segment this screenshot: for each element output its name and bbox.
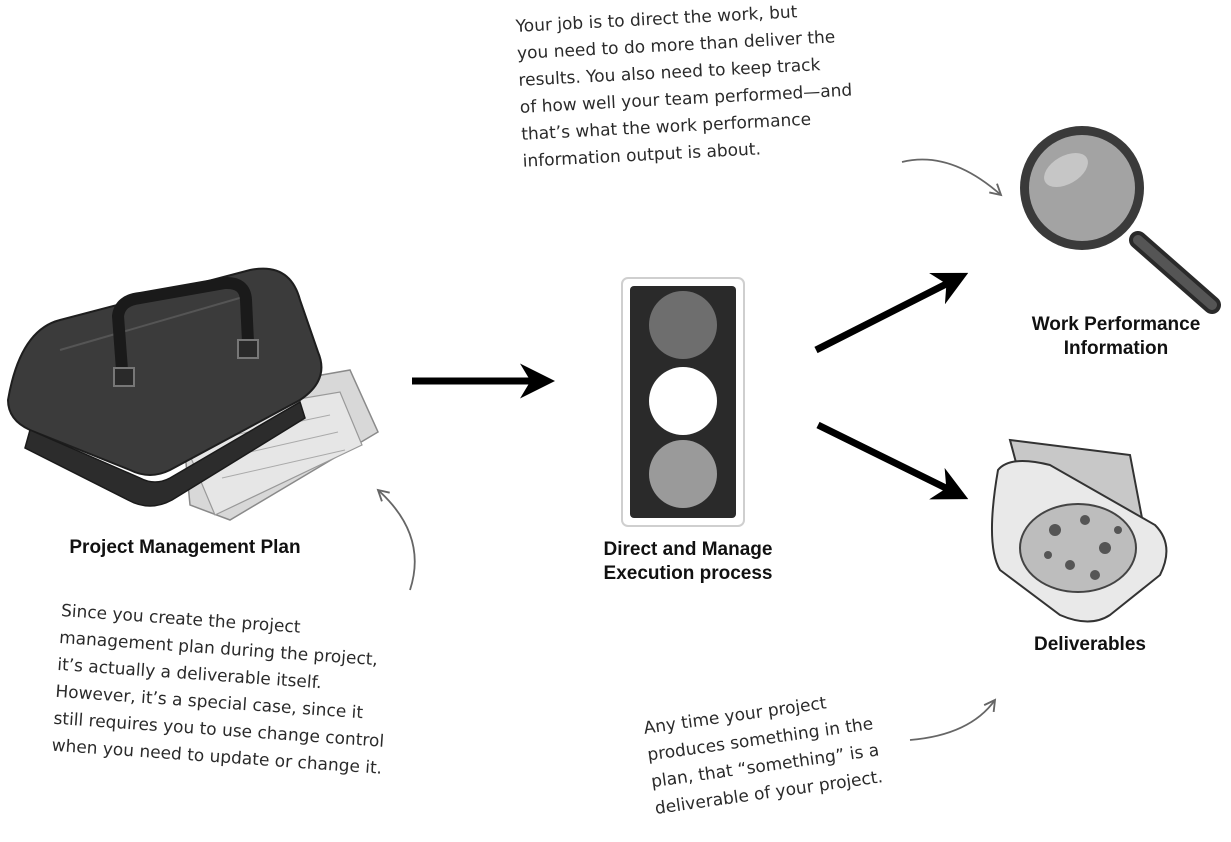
arrow-process-to-info: [814, 272, 969, 354]
briefcase-icon: [6, 267, 379, 521]
process-label: Direct and Manage Execution process: [568, 538, 808, 586]
note-left-pointer: [376, 488, 416, 591]
pizza-box-icon: [990, 438, 1168, 623]
light-yellow: [649, 367, 717, 435]
note-bottom-pointer: [909, 698, 997, 741]
work-performance-label-line1: Work Performance: [1031, 314, 1201, 335]
traffic-light-icon: [621, 277, 745, 527]
input-label: Project Management Plan: [69, 537, 301, 558]
arrow-process-to-deliverables: [816, 421, 969, 500]
process-label-line1: Direct and Manage: [603, 539, 773, 560]
deliverables-label: Deliverables: [1034, 634, 1146, 655]
light-green: [649, 440, 717, 508]
work-performance-label: Work Performance Information: [1001, 313, 1231, 361]
light-red: [649, 291, 717, 359]
process-label-line2: Execution process: [603, 563, 773, 584]
work-performance-label-line2: Information: [1063, 338, 1169, 359]
note-left: Since you create the project management …: [50, 600, 385, 779]
note-top-pointer: [901, 158, 1003, 197]
note-top: Your job is to direct the work, but you …: [515, 2, 853, 172]
magnifying-glass-icon: [1020, 126, 1221, 314]
